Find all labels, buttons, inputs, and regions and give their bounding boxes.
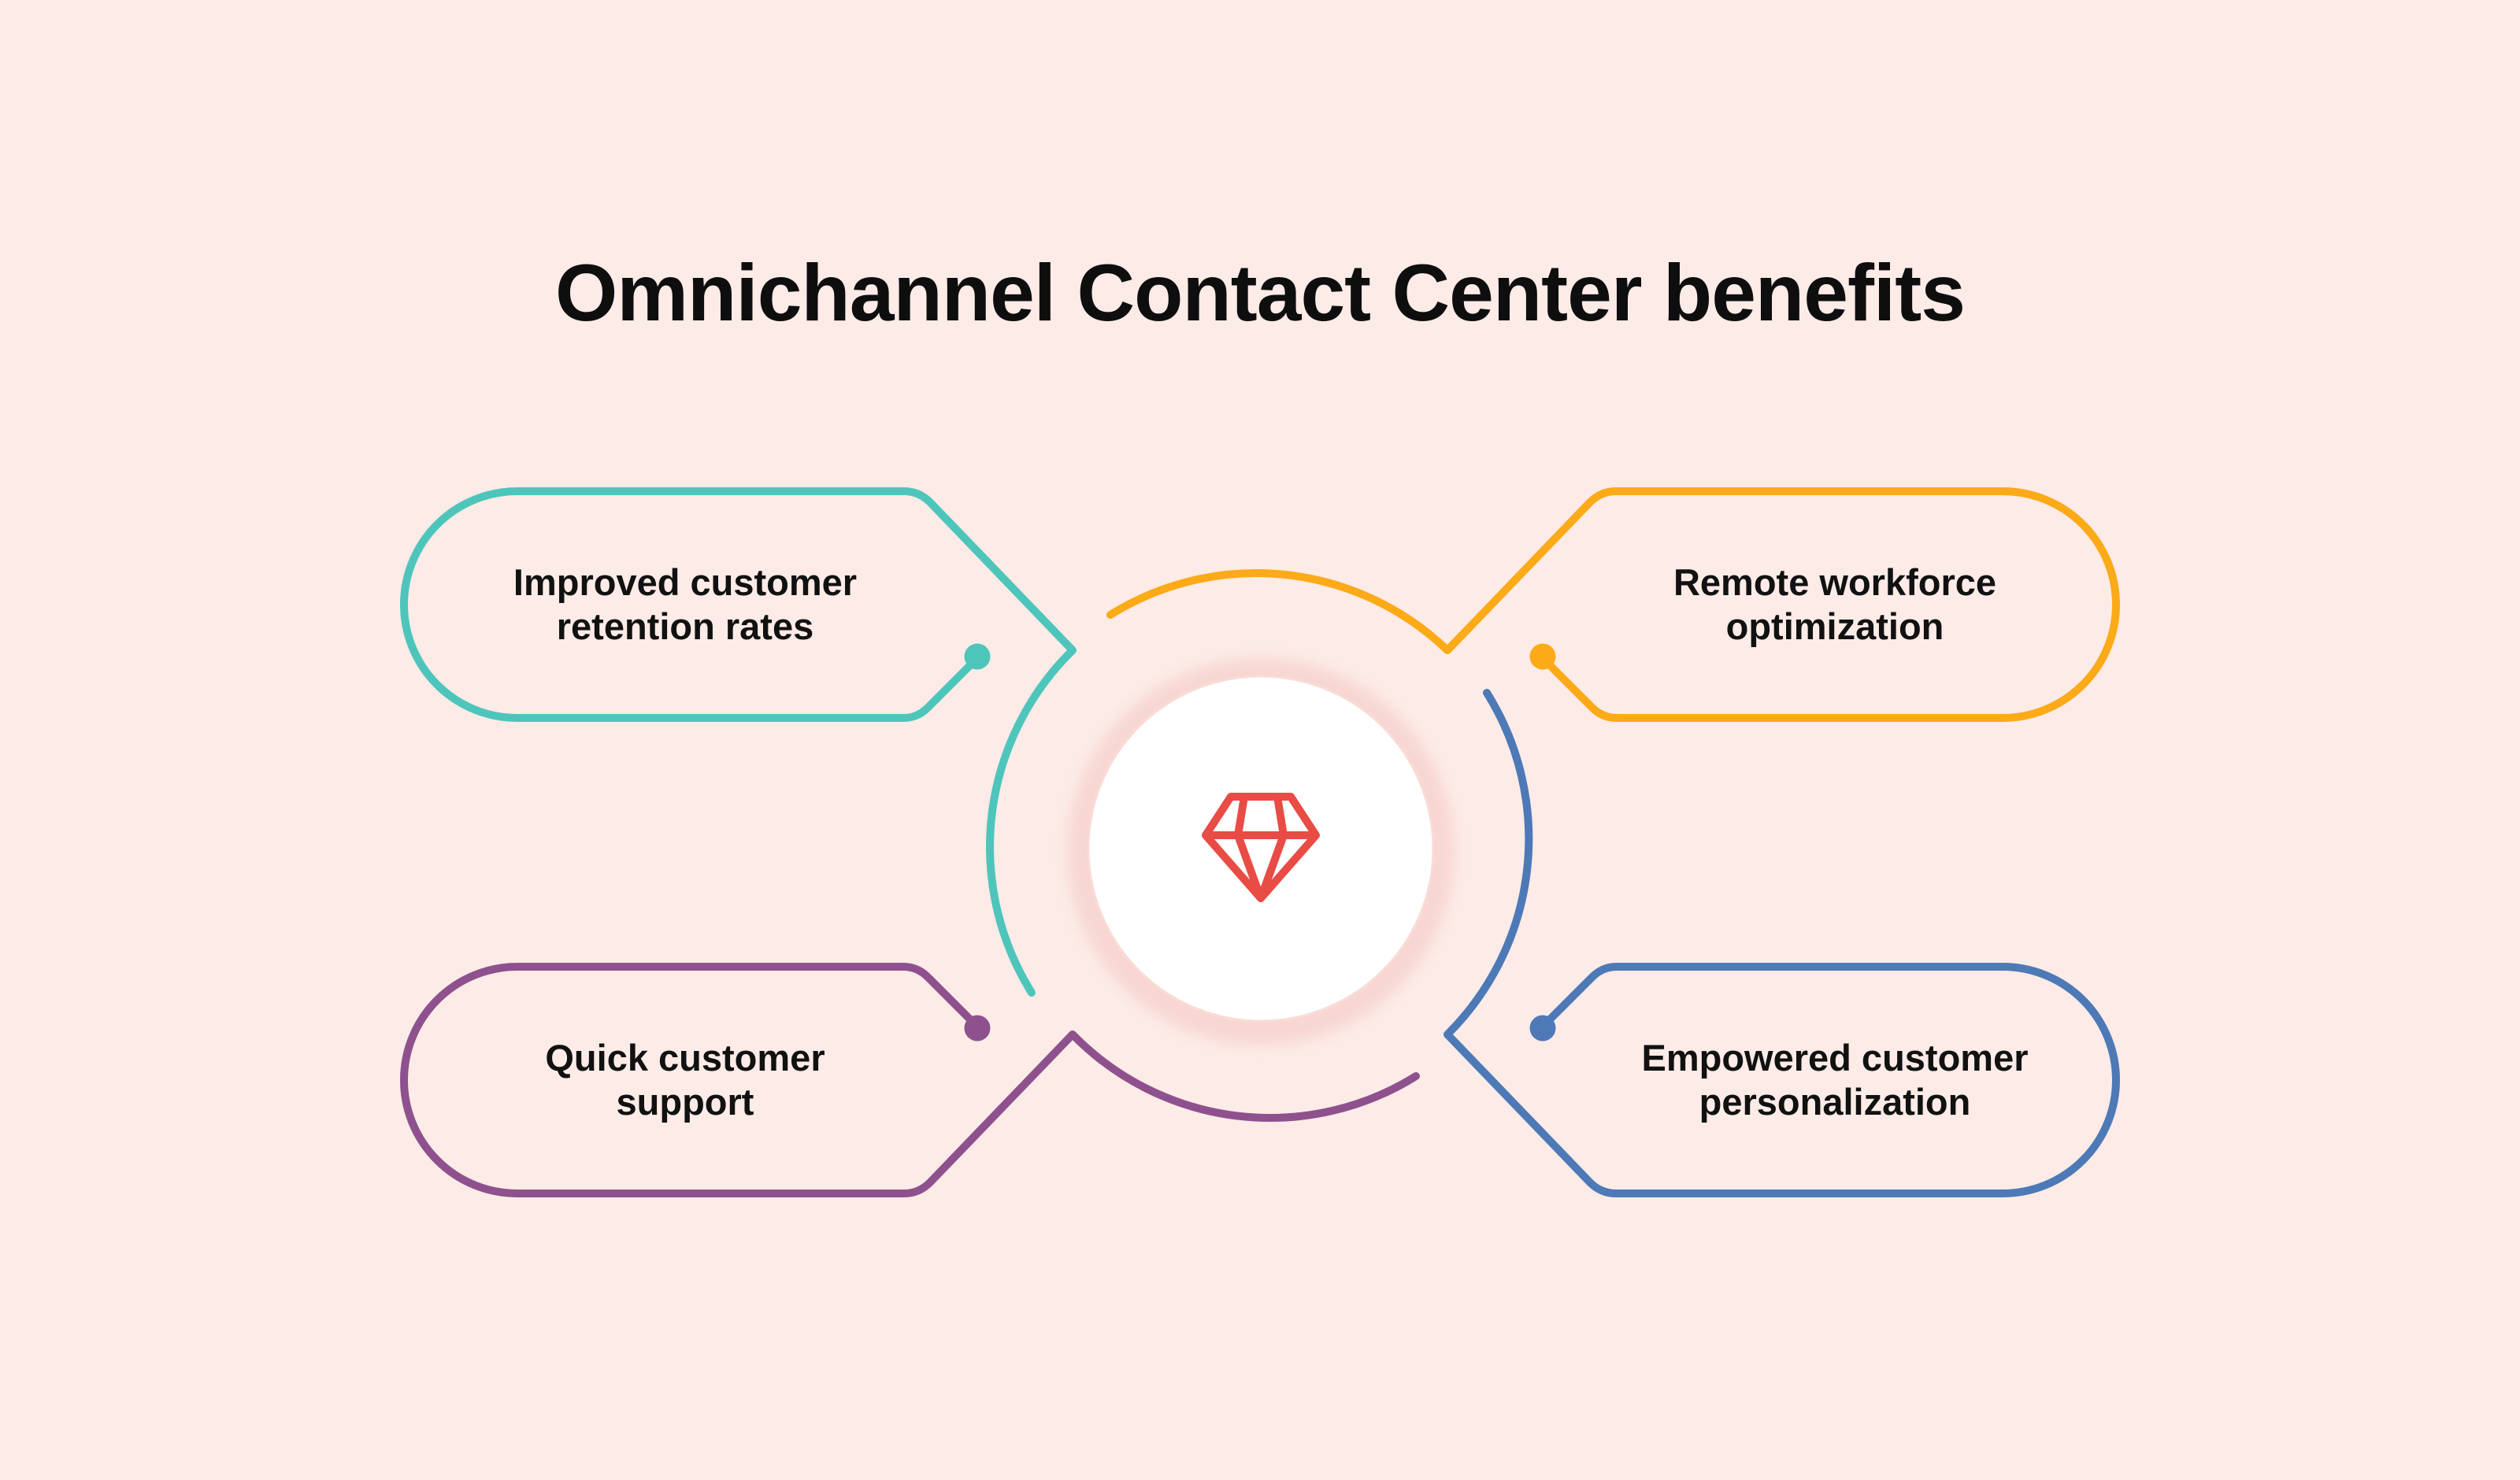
benefit-label-line: retention rates [556, 605, 814, 647]
center-circle [1087, 675, 1435, 1023]
benefit-label-line: Improved customer [513, 561, 858, 603]
benefit-shape-bottom-left [400, 963, 1420, 1197]
benefit-label-line: optimization [1725, 605, 1944, 647]
benefit-label-line: personalization [1699, 1081, 1971, 1123]
benefit-card-quick-support: Quick customer support [441, 967, 929, 1193]
benefit-shape-top-right [1106, 487, 2120, 722]
connector-dot-top-right [1529, 643, 1556, 670]
benefit-shape-bottom-right [1443, 689, 2120, 1197]
benefit-card-empowered-personalization: Empowered customer personalization [1591, 967, 2079, 1193]
benefit-card-improved-retention: Improved customer retention rates [441, 491, 929, 718]
connector-dot-top-left [964, 643, 991, 670]
benefit-card-remote-workforce: Remote workforce optimization [1591, 491, 2079, 718]
connector-dot-bottom-right [1529, 1015, 1556, 1042]
benefit-label-line: support [616, 1081, 754, 1123]
benefit-label-line: Remote workforce [1673, 561, 1997, 603]
benefit-shape-top-left [400, 487, 1077, 997]
benefit-label-line: Quick customer [545, 1037, 825, 1079]
diamond-gem-icon [1202, 793, 1320, 902]
page-title: Omnichannel Contact Center benefits [555, 248, 1966, 339]
connector-dot-bottom-left [964, 1015, 991, 1042]
benefit-label-line: Empowered customer [1641, 1037, 2029, 1079]
